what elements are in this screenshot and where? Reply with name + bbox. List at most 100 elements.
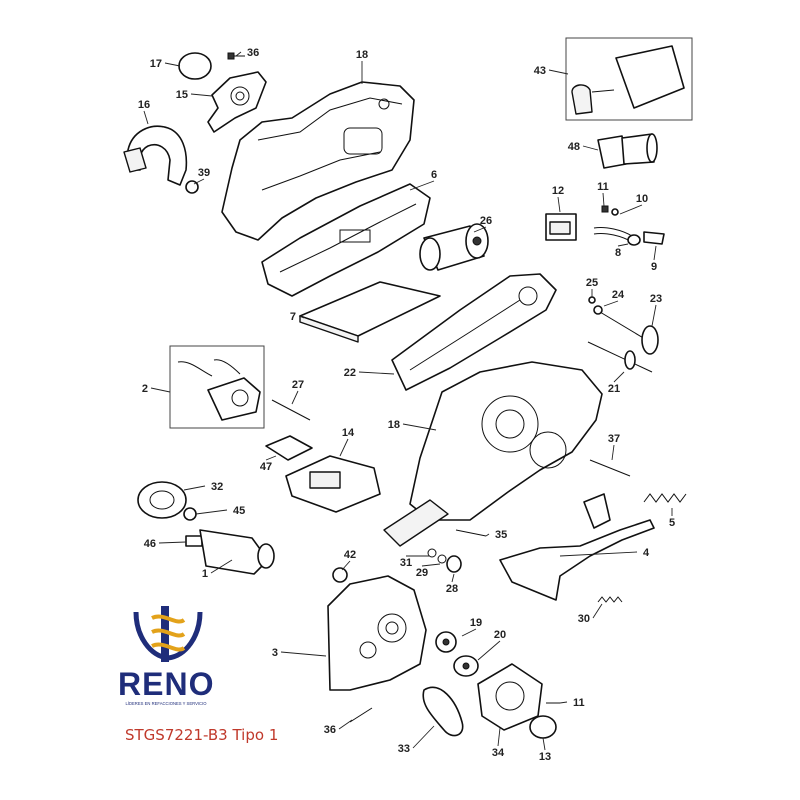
leader-line-29 — [421, 563, 441, 567]
part-label-42: 42 — [344, 549, 356, 561]
leader-line-21 — [613, 371, 625, 383]
part-7-plate — [299, 281, 441, 343]
part-label-46: 46 — [144, 538, 156, 550]
part-43-box — [565, 37, 693, 121]
part-label-47: 47 — [260, 461, 272, 473]
part-label-21: 21 — [608, 383, 620, 395]
part-37-screw — [589, 459, 631, 477]
part-label-34: 34 — [492, 747, 505, 759]
part-label-18: 18 — [356, 49, 368, 61]
leader-line-17 — [164, 62, 181, 67]
part-48-adapter — [597, 133, 658, 169]
part-label-17: 17 — [150, 58, 162, 70]
leader-line-14 — [339, 438, 349, 457]
part-label-48: 48 — [568, 141, 580, 153]
part-labels: 1234567891011111213141516171818192021222… — [138, 47, 675, 763]
part-label-19: 19 — [470, 617, 482, 629]
part-label-26: 26 — [480, 215, 492, 227]
part-label-11: 11 — [573, 697, 585, 709]
part-label-2: 2 — [142, 383, 148, 395]
part-label-37: 37 — [608, 433, 620, 445]
leader-line-27 — [291, 390, 299, 405]
leader-line-42 — [341, 560, 351, 571]
part-label-33: 33 — [398, 743, 410, 755]
part-32-fan — [137, 481, 187, 519]
part-3-gearbox-housing — [327, 575, 427, 691]
part-label-5: 5 — [669, 517, 675, 529]
part-label-9: 9 — [651, 261, 657, 273]
part-label-3: 3 — [272, 647, 278, 659]
leader-line-45 — [195, 509, 228, 515]
leader-line-30 — [592, 603, 603, 619]
part-label-8: 8 — [615, 247, 621, 259]
leader-line-8 — [617, 243, 629, 247]
part-15-bracket — [207, 71, 267, 133]
part-label-23: 23 — [650, 293, 662, 305]
part-19-gear — [435, 631, 457, 653]
leader-line-19 — [461, 628, 477, 637]
leader-line-9 — [653, 245, 657, 261]
part-label-15: 15 — [176, 89, 188, 101]
part-46-holder — [185, 535, 203, 547]
part-label-1: 1 — [202, 568, 208, 580]
part-33-drive-belt — [422, 686, 464, 737]
leader-line-20 — [477, 640, 501, 661]
part-36-screw-bottom — [349, 707, 373, 723]
part-label-6: 6 — [431, 169, 437, 181]
part-6-base-shoe — [261, 183, 431, 297]
part-label-16: 16 — [138, 99, 150, 111]
leader-line-33 — [412, 725, 435, 749]
part-28-bushing — [446, 555, 462, 573]
part-cable-set — [593, 205, 665, 246]
part-label-31: 31 — [400, 557, 412, 569]
part-label-24: 24 — [612, 289, 625, 301]
leader-line-22 — [358, 371, 395, 375]
part-43-dust-bag — [571, 45, 685, 115]
part-31-clip — [427, 548, 437, 558]
part-label-35: 35 — [495, 529, 507, 541]
leader-line-18 — [402, 423, 437, 431]
leader-line-10 — [619, 204, 643, 215]
leader-line-39 — [193, 178, 205, 185]
part-26-roller — [419, 223, 489, 271]
part-label-29: 29 — [416, 567, 428, 579]
reno-logo-mark — [133, 606, 203, 662]
part-label-18: 18 — [388, 419, 400, 431]
leader-line-47 — [265, 455, 277, 461]
leader-line-23 — [651, 304, 657, 327]
leader-line-37 — [611, 444, 615, 461]
part-label-30: 30 — [578, 613, 590, 625]
part-label-10: 10 — [636, 193, 648, 205]
part-36-screw — [227, 52, 245, 60]
leader-line-32 — [183, 485, 206, 491]
model-caption: STGS7221-B3 Tipo 1 — [125, 726, 279, 744]
part-label-22: 22 — [344, 367, 356, 379]
part-label-25: 25 — [586, 277, 598, 289]
part-42-nut — [332, 567, 348, 583]
part-label-13: 13 — [539, 751, 551, 763]
logo-wordmark: RENO — [118, 666, 215, 702]
leader-line-13 — [542, 737, 546, 751]
part-4-lever — [499, 493, 655, 601]
part-2-motor-assembly — [177, 359, 261, 421]
leader-line-11 — [602, 192, 605, 207]
leader-line-11 — [559, 701, 568, 704]
part-13-cap — [529, 715, 557, 739]
part-14-control-board — [285, 455, 381, 513]
part-23-shaft — [588, 296, 659, 355]
part-47-sheet — [265, 435, 313, 461]
leader-line-1 — [210, 559, 233, 574]
leader-line-15 — [190, 93, 213, 97]
part-29-washer — [437, 554, 447, 564]
leader-line-6 — [409, 180, 435, 191]
leader-line-12 — [557, 196, 561, 213]
part-30-spring — [597, 596, 623, 603]
leader-line-24 — [603, 300, 619, 307]
part-21-spindle — [587, 341, 653, 373]
logo-tagline: LÍDERES EN REFACCIONES Y SERVICIO — [125, 701, 207, 706]
part-45-bearing — [183, 507, 197, 521]
leader-line-34 — [497, 727, 501, 747]
leader-line-7 — [298, 315, 305, 319]
part-label-43: 43 — [534, 65, 546, 77]
part-label-20: 20 — [494, 629, 506, 641]
